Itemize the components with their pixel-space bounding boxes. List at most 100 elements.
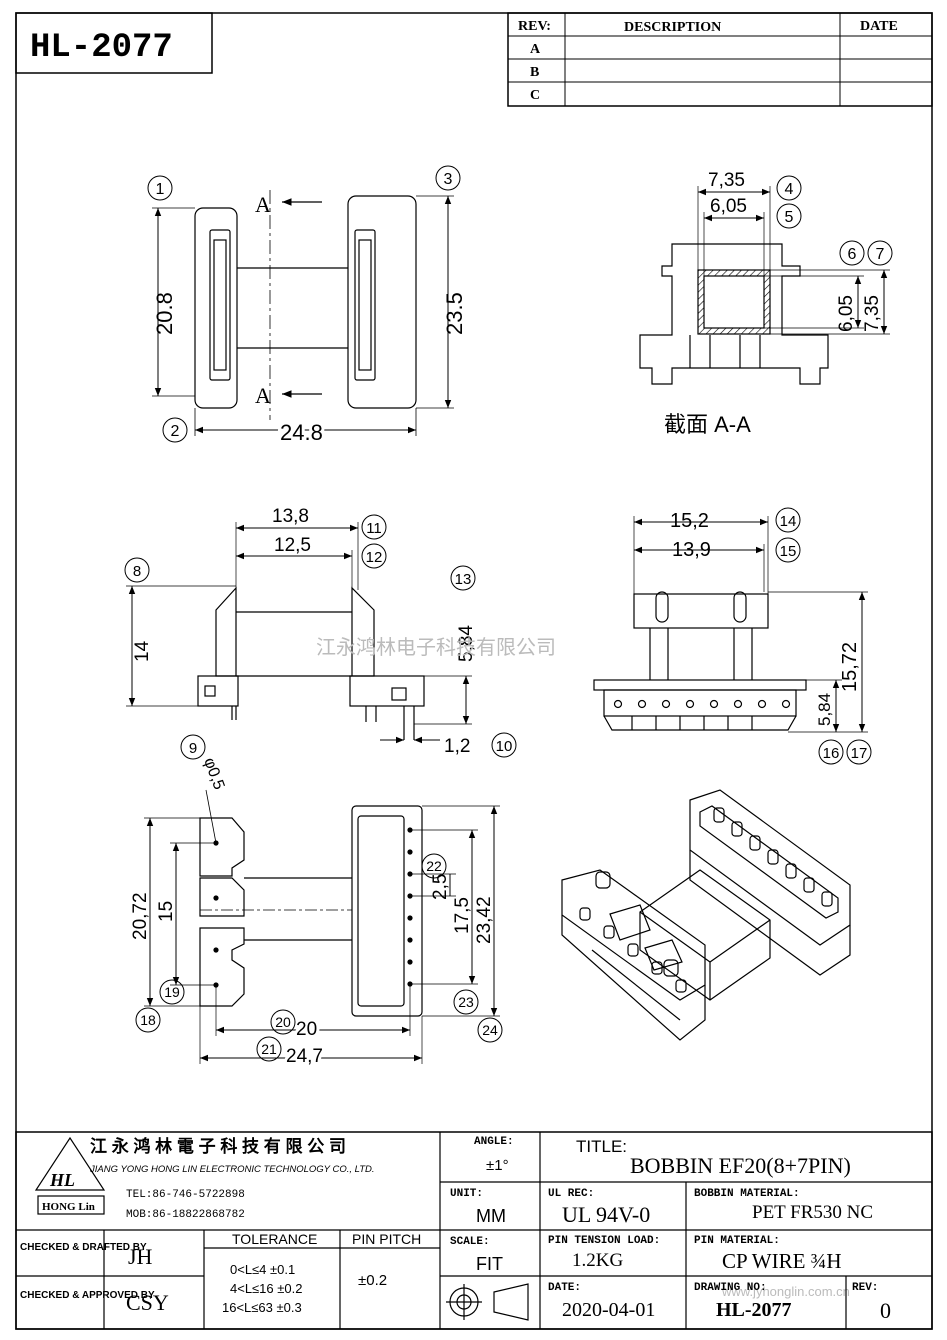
bobbin-material-label: BOBBIN MATERIAL: xyxy=(694,1188,800,1200)
top-view-height-left-dim: 20.8 xyxy=(152,292,177,335)
front-width-inner-dim: 12,5 xyxy=(274,535,311,556)
tolerance-line-1: 0<L≤4 ±0.1 xyxy=(230,1262,295,1277)
callout-4 xyxy=(776,175,802,201)
rev-row-a: A xyxy=(530,42,541,57)
pin-tension-label: PIN TENSION LOAD: xyxy=(548,1235,660,1247)
center-watermark: 江永鸿林电子科技有限公司 xyxy=(316,636,556,659)
front-height-dim: 14 xyxy=(132,640,153,662)
callout-6 xyxy=(839,240,865,266)
title-block-text: HL HONG Lin 江 永 鸿 林 電 子 科 技 有 限 公 司 JIAN… xyxy=(20,1136,891,1323)
ul-value: UL 94V-0 xyxy=(562,1202,650,1227)
side-callouts xyxy=(775,507,872,765)
bottom-view-pins-right xyxy=(407,827,413,987)
callout-8-number: 8 xyxy=(133,563,141,580)
callout-12-number: 12 xyxy=(366,549,383,566)
callout-18-number: 18 xyxy=(140,1012,156,1028)
callout-24-number: 24 xyxy=(482,1022,498,1038)
callout-1 xyxy=(147,175,173,201)
callout-21-number: 21 xyxy=(261,1041,277,1057)
company-name-cn: 江 永 鸿 林 電 子 科 技 有 限 公 司 xyxy=(90,1136,346,1156)
callout-6-number: 6 xyxy=(848,246,857,263)
drawing-no-value: HL-2077 xyxy=(716,1299,792,1321)
angle-value: ±1° xyxy=(486,1157,509,1174)
section-top-outer-dim: 7,35 xyxy=(708,170,745,191)
unit-label: UNIT: xyxy=(450,1188,483,1200)
front-width-outer-dim: 13,8 xyxy=(272,506,309,527)
isometric-back-pins xyxy=(713,807,833,907)
bottom-right-inner-dim: 17,5 xyxy=(452,897,473,934)
ul-label: UL REC: xyxy=(548,1188,594,1200)
callout-3-number: 3 xyxy=(444,171,453,188)
callout-7 xyxy=(867,240,893,266)
section-view-labels: 7,35 6,05 6,05 7,35 截面 A-A xyxy=(664,170,883,437)
bottom-width-outer-dim: 24,7 xyxy=(286,1046,323,1067)
side-width-inner-dim: 13,9 xyxy=(672,539,711,561)
side-view xyxy=(593,516,868,733)
checked-drafted-label-text: CHECKED & DRAFTED BY xyxy=(20,1242,147,1253)
checked-approved-value: CSY xyxy=(126,1290,169,1315)
callout-22-number: 22 xyxy=(426,858,442,874)
callout-5-number: 5 xyxy=(785,209,794,226)
front-callouts xyxy=(124,514,517,760)
date-label: DATE: xyxy=(548,1282,581,1294)
section-side-inner-dim: 6,05 xyxy=(836,295,857,332)
corner-watermark: www.jyhonglin.com.cn xyxy=(721,1284,850,1299)
section-side-outer-dim: 7,35 xyxy=(862,295,883,332)
callout-13-number: 13 xyxy=(455,571,472,588)
drawing-no-label: DRAWING NO: xyxy=(694,1282,767,1294)
isometric-front-pins xyxy=(579,871,687,993)
front-callout-numbers: 8 9 10 11 12 13 xyxy=(133,520,513,757)
callout-17-number: 17 xyxy=(851,745,868,762)
checked-drafted-label: CHECKED & DRAFTED BY xyxy=(20,1242,147,1253)
side-height-total-dim: 15,72 xyxy=(839,642,861,692)
title-block xyxy=(15,1131,933,1330)
revision-table: REV: DESCRIPTION DATE A B C xyxy=(507,12,933,107)
tolerance-line-2: 4<L≤16 ±0.2 xyxy=(230,1281,302,1296)
callout-23 xyxy=(453,989,479,1015)
callout-15 xyxy=(775,537,801,563)
callout-11-number: 11 xyxy=(366,520,382,537)
bottom-left-outer-dim: 20,72 xyxy=(130,892,151,940)
top-view-callouts: 1 2 3 xyxy=(147,165,461,443)
rev-header: REV: xyxy=(518,19,551,34)
callout-11 xyxy=(361,514,387,540)
section-callouts xyxy=(776,175,893,266)
tolerance-line-3: 16<L≤63 ±0.3 xyxy=(222,1300,302,1315)
scale-value: FIT xyxy=(476,1254,503,1274)
drawing-number-box: HL-2077 xyxy=(15,12,213,74)
pin-pitch-label: PIN PITCH xyxy=(352,1231,421,1247)
rev-value: 0 xyxy=(880,1298,891,1323)
callout-4-number: 4 xyxy=(785,181,794,198)
section-top-inner-dim: 6,05 xyxy=(710,196,747,217)
side-pin-height-dim: 5,84 xyxy=(815,693,834,726)
unit-value: MM xyxy=(476,1206,506,1226)
title-value: BOBBIN EF20(8+7PIN) xyxy=(630,1153,851,1178)
front-pin-width-dim: 1,2 xyxy=(444,736,470,757)
front-view-labels: 13,8 12,5 14 5,84 1,2 xyxy=(132,506,477,757)
front-pin-height-dim: 5,84 xyxy=(456,625,477,662)
callout-12 xyxy=(361,543,387,569)
callout-5 xyxy=(776,203,802,229)
top-view-labels: 20.8 23.5 24.8 A A xyxy=(152,192,467,448)
callout-2-number: 2 xyxy=(171,423,180,440)
isometric-view xyxy=(561,789,851,1041)
bottom-view-pins-left xyxy=(213,840,219,988)
callout-10 xyxy=(491,732,517,758)
bottom-width-inner-dim: 20 xyxy=(296,1019,317,1040)
callout-10-number: 10 xyxy=(496,738,513,755)
top-view-width-dim: 24.8 xyxy=(280,420,323,445)
section-view xyxy=(639,186,890,385)
rev-row-b: B xyxy=(530,65,539,80)
side-view-labels: 15,2 13,9 15,72 5,84 xyxy=(670,510,861,726)
callout-16 xyxy=(818,739,844,765)
rev-row-c: C xyxy=(530,88,540,103)
callout-24 xyxy=(477,1017,503,1043)
callout-15-number: 15 xyxy=(780,543,797,560)
drawing-number-heading: HL-2077 xyxy=(30,29,173,67)
section-callout-numbers: 4 5 6 7 xyxy=(785,181,885,263)
checked-approved-label: CHECKED & APPROVED BY xyxy=(20,1290,155,1301)
callout-19 xyxy=(159,979,185,1005)
bobbin-material-value: PET FR530 NC xyxy=(752,1202,873,1223)
date-value: 2020-04-01 xyxy=(562,1299,655,1321)
